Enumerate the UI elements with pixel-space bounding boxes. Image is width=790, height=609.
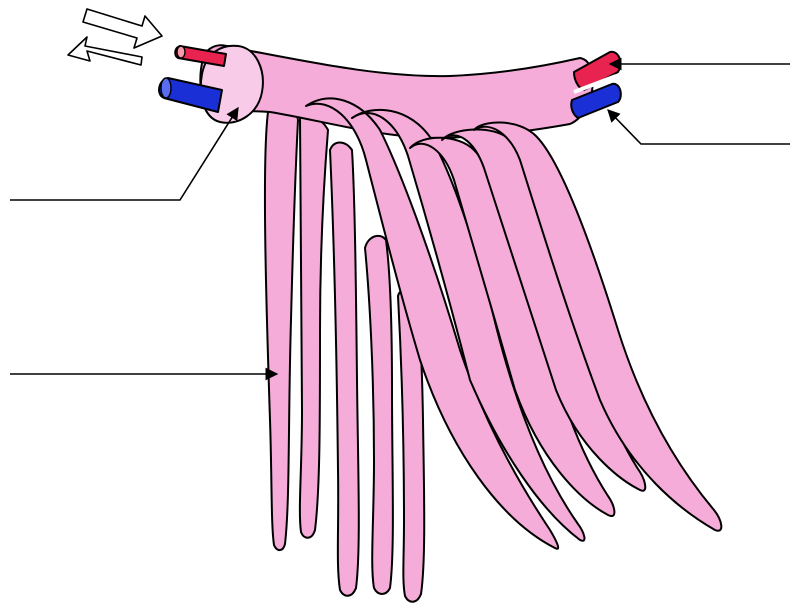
gill-filament: [365, 236, 393, 594]
efferent-vessel-left-opening: [161, 78, 171, 98]
flow-arrow-left-icon: [68, 37, 142, 65]
pointer-gill-arch: [10, 108, 238, 200]
flow-arrow-right-icon: [83, 9, 162, 48]
flow-arrows: [68, 9, 162, 65]
pointer-efferent-vessel: [608, 110, 790, 144]
gill-filaments-front: [306, 98, 721, 548]
gill-filament: [265, 105, 298, 550]
gill-filament: [300, 116, 328, 538]
afferent-vessel-left-opening: [177, 46, 185, 58]
gill-filament: [330, 143, 359, 596]
